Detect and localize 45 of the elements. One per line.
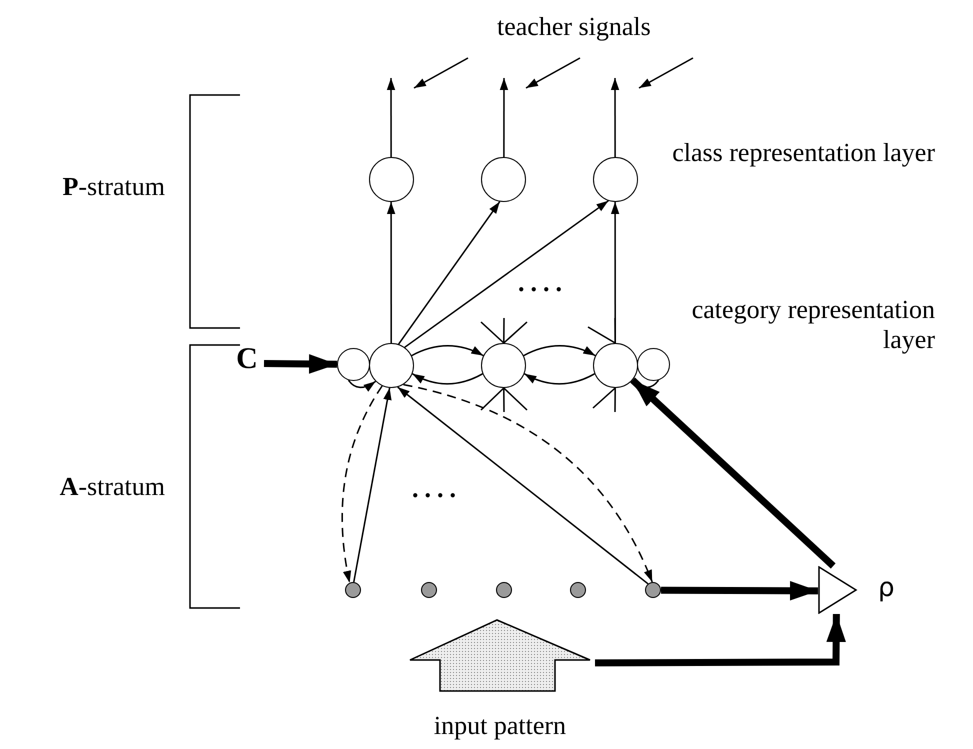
input-node xyxy=(345,582,361,598)
connector-line xyxy=(480,387,528,413)
text-label: category representation layer xyxy=(690,295,935,355)
neuron-circle xyxy=(369,343,414,388)
comparator-triangle xyxy=(818,566,858,614)
text-label: C xyxy=(230,342,264,382)
neuron-circle xyxy=(593,157,638,202)
neuron-circle xyxy=(481,343,526,388)
text-label: A-stratum xyxy=(58,472,165,502)
arrow xyxy=(660,580,818,601)
arrow xyxy=(386,78,396,157)
arrow xyxy=(398,201,500,345)
neuron-circle xyxy=(481,157,526,202)
text-label: class representation layer xyxy=(671,138,935,168)
input-node xyxy=(645,582,661,598)
arrow xyxy=(412,373,483,385)
arrow xyxy=(523,345,596,356)
arrow xyxy=(524,373,595,385)
arrow xyxy=(500,78,508,157)
input-node xyxy=(421,582,437,598)
arrow xyxy=(404,200,609,348)
arrow xyxy=(342,386,383,583)
neuron-circle xyxy=(337,348,370,381)
neuron-circle xyxy=(637,348,670,381)
connector-line xyxy=(587,317,616,344)
ellipsis: .... xyxy=(412,474,463,504)
symbol-label: ρ xyxy=(878,574,895,604)
text-label: input pattern xyxy=(432,711,568,741)
arrow xyxy=(264,354,338,374)
arrow xyxy=(411,345,484,356)
connector-line xyxy=(480,317,528,344)
arrow xyxy=(610,78,620,157)
arrow xyxy=(348,380,376,392)
neuron-circle xyxy=(369,157,414,202)
text-label: teacher signals xyxy=(497,12,652,42)
input-node xyxy=(496,582,512,598)
arrow xyxy=(353,388,392,582)
neuron-circle xyxy=(593,343,638,388)
arrow xyxy=(386,202,396,343)
arrow xyxy=(630,378,836,569)
ellipsis: .... xyxy=(518,268,569,298)
connector-line xyxy=(592,387,616,413)
arrow xyxy=(594,614,846,666)
input-node xyxy=(570,582,586,598)
text-label: P-stratum xyxy=(61,172,165,202)
